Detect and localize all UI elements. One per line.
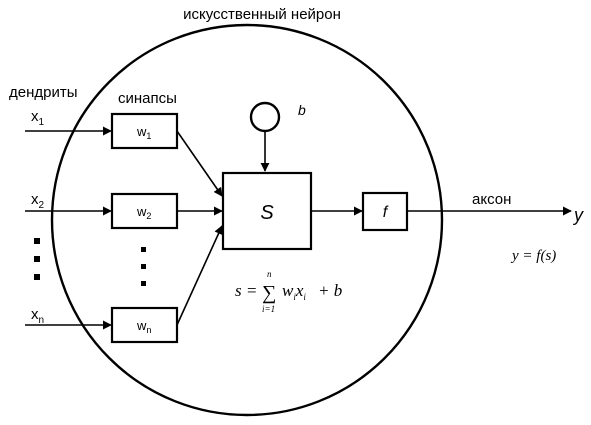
sum-formula: s = n ∑ i=1 wixi + b xyxy=(235,269,342,314)
summator-label: S xyxy=(260,202,274,224)
synapses-label: синапсы xyxy=(118,90,177,107)
synapse-arrow-n xyxy=(176,225,223,326)
axon-label: аксон xyxy=(472,191,511,208)
synapse-arrow-1 xyxy=(176,130,223,197)
weight-label-w1: w1 xyxy=(136,124,151,141)
diagram-title: искусственный нейрон xyxy=(183,6,341,23)
dendrites-label: дендриты xyxy=(9,84,78,101)
activation-label: f xyxy=(383,204,389,221)
weight-box-2 xyxy=(110,192,179,230)
weight-label-wn: wn xyxy=(136,318,151,335)
sum-formula-lhs: s xyxy=(235,281,242,300)
input-label-x2: x2 xyxy=(31,191,45,211)
weights-ellipsis-dots xyxy=(141,247,146,286)
output-formula: y = f(s) xyxy=(510,248,556,264)
bias-circle xyxy=(249,101,281,133)
sum-formula-lower: i=1 xyxy=(262,304,275,314)
sum-formula-equals: = xyxy=(247,281,257,300)
neuron-body-circle xyxy=(50,23,444,417)
sum-formula-plus-b: + b xyxy=(318,281,342,300)
weight-box-1 xyxy=(110,112,179,150)
output-label: y xyxy=(572,205,584,225)
inputs-ellipsis-dots xyxy=(34,238,40,280)
sum-formula-sigma: ∑ xyxy=(262,282,276,304)
weight-label-w2: w2 xyxy=(136,204,151,221)
sum-formula-upper: n xyxy=(267,269,272,279)
bias-label: b xyxy=(298,102,306,118)
sum-formula-term: wixi xyxy=(282,281,306,302)
input-label-x1: x1 xyxy=(31,108,45,128)
input-label-xn: xn xyxy=(31,306,44,326)
